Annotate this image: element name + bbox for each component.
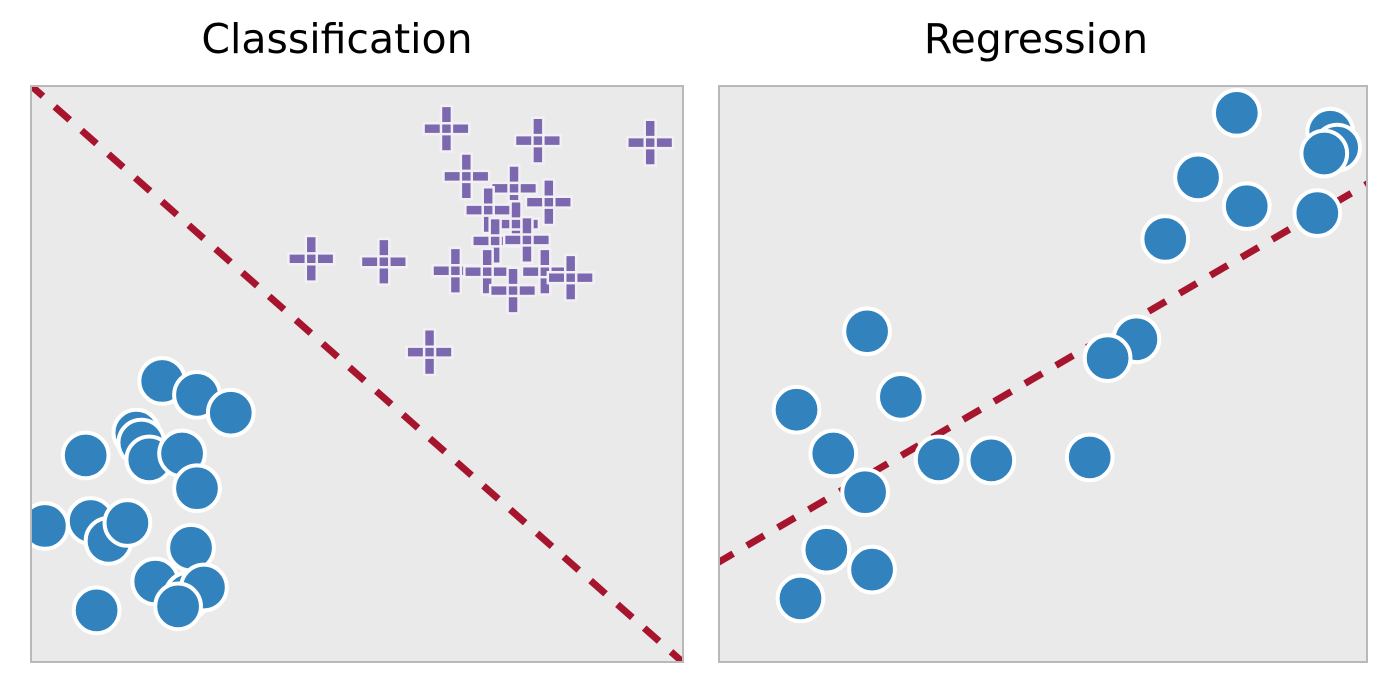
data-point-circle <box>801 524 852 575</box>
scatter-plot-regression <box>720 87 1366 624</box>
data-point-plus <box>422 104 471 153</box>
panel-title-classification: Classification <box>201 15 473 63</box>
data-point-circle <box>1140 214 1191 264</box>
data-point-plus <box>546 253 595 302</box>
data-point-plus <box>488 266 538 315</box>
data-point-circle <box>913 434 964 485</box>
data-point-plus <box>524 178 573 227</box>
data-point-plus <box>359 237 408 286</box>
data-point-plus <box>405 328 454 377</box>
data-point-circle <box>1082 333 1133 383</box>
data-point-plus <box>442 152 491 201</box>
data-point-circle <box>60 430 111 481</box>
data-point-circle <box>205 387 256 438</box>
data-point-circle <box>1221 181 1272 231</box>
series-class-a <box>32 356 256 636</box>
series-observations <box>771 87 1363 624</box>
data-point-plus <box>502 215 552 265</box>
data-point-circle <box>1299 128 1350 179</box>
panel-regression: Regression <box>700 0 1400 700</box>
panel-title-regression: Regression <box>923 15 1149 63</box>
data-point-circle <box>71 585 122 636</box>
series-class-b <box>287 104 675 377</box>
data-point-circle <box>1292 188 1343 238</box>
data-point-circle <box>153 581 203 632</box>
data-point-circle <box>876 372 926 422</box>
data-point-circle <box>966 435 1017 486</box>
data-point-circle <box>771 384 822 435</box>
data-point-circle <box>842 306 892 357</box>
scatter-plot-classification <box>32 87 682 661</box>
data-point-circle <box>808 428 859 479</box>
data-point-circle <box>1064 432 1115 483</box>
data-point-circle <box>1173 152 1223 203</box>
panel-classification: Classification <box>30 15 684 663</box>
axes-regression <box>718 85 1368 663</box>
axes-classification <box>30 85 684 663</box>
data-point-plus <box>287 234 336 283</box>
decision-boundary-line <box>32 87 682 661</box>
data-point-plus <box>626 118 675 167</box>
data-point-circle <box>840 467 890 518</box>
data-point-circle <box>775 573 826 624</box>
data-point-plus <box>513 116 562 165</box>
data-point-circle <box>1211 87 1262 138</box>
regression-line <box>720 180 1366 566</box>
data-point-circle <box>32 501 70 551</box>
data-point-circle <box>172 463 222 514</box>
data-point-circle <box>102 498 153 548</box>
data-point-circle <box>847 544 897 595</box>
